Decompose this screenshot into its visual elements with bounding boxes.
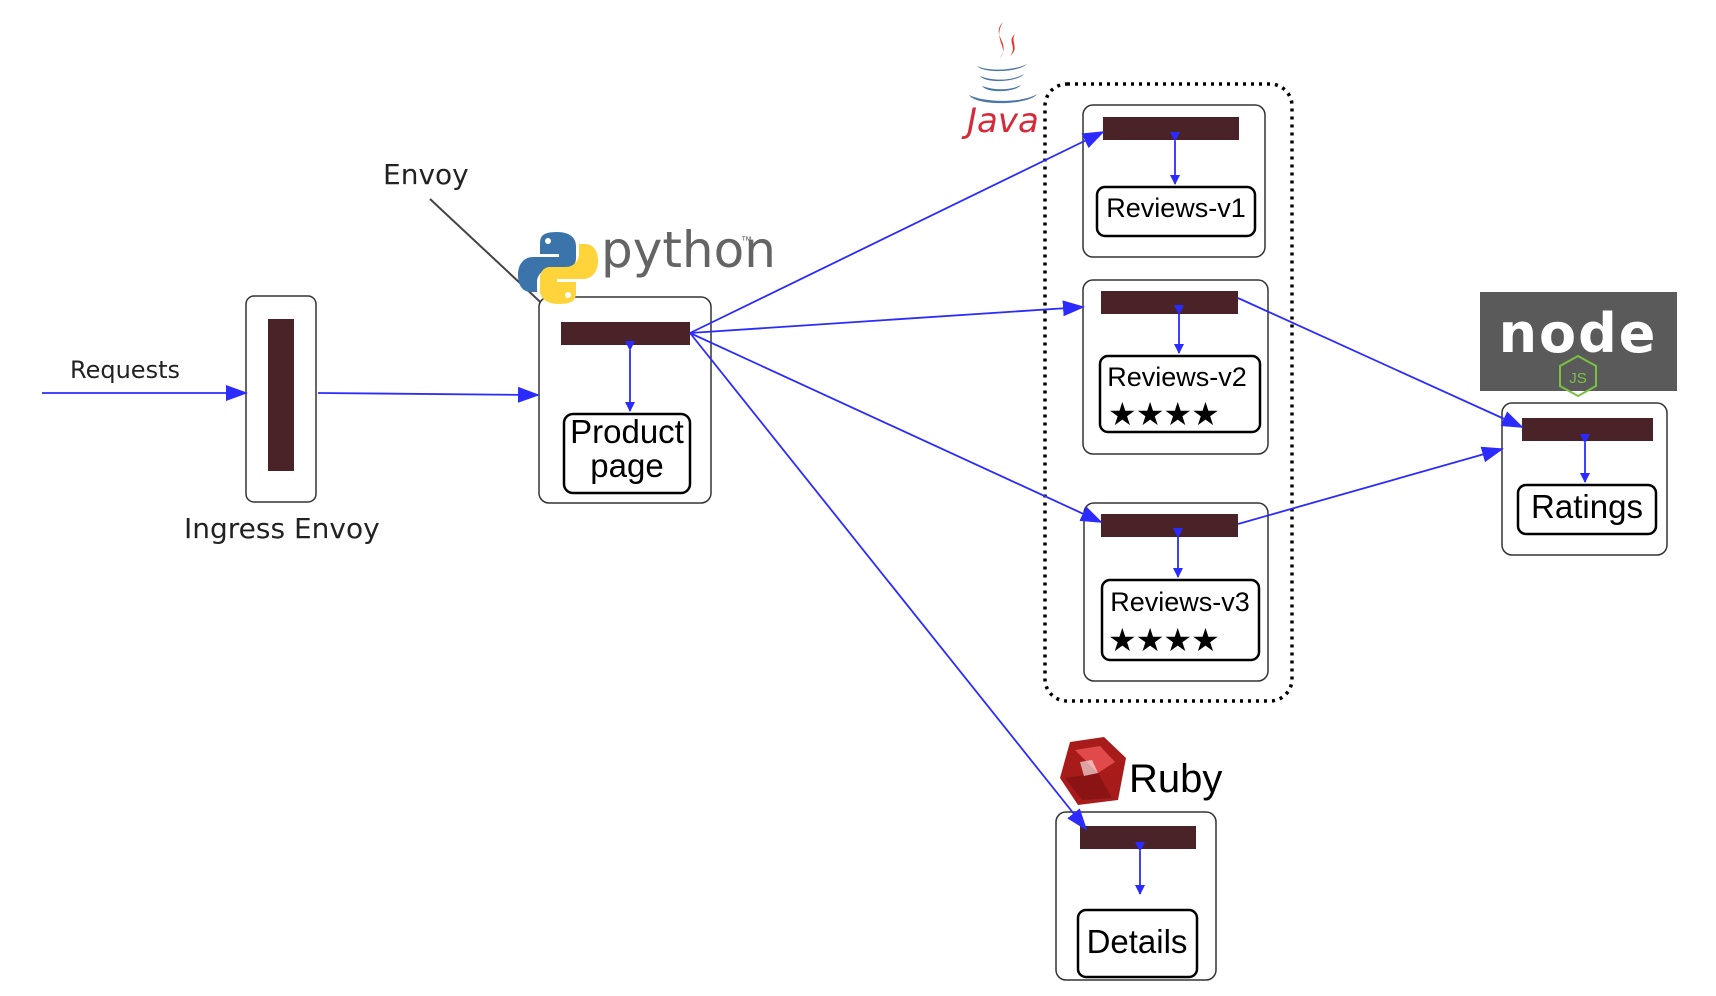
- reviews-v3-service: Reviews-v3 ★★★★: [1083, 502, 1269, 682]
- python-snake-icon: [518, 232, 598, 304]
- reviews-v1-label: Reviews-v1: [1106, 193, 1246, 223]
- productpage-app-box: [562, 412, 692, 495]
- ruby-logo: Ruby: [1060, 737, 1222, 805]
- arrow-productpage-to-reviews-v3: [689, 332, 1103, 523]
- details-app-box: [1076, 908, 1199, 979]
- nodejs-hexagon-icon: [1559, 354, 1597, 398]
- arrow-productpage-to-reviews-v1: [689, 131, 1105, 334]
- productpage-label-line2: page: [590, 447, 663, 484]
- ratings-label: Ratings: [1531, 488, 1643, 525]
- reviews-v2-sidecar: [1101, 291, 1238, 314]
- ingress-envoy: [245, 295, 317, 503]
- nodejs-js-text: JS: [1569, 370, 1587, 387]
- reviews-v1-service: Reviews-v1: [1082, 104, 1266, 258]
- arrow-ingress-to-productpage: [317, 386, 540, 403]
- ingress-envoy-label: Ingress Envoy: [184, 512, 380, 545]
- reviews-v1-app-box: [1095, 185, 1257, 238]
- productpage-sidecar: [561, 322, 690, 345]
- reviews-v3-label: Reviews-v3: [1110, 587, 1250, 617]
- reviews-v1-sidecar: [1103, 117, 1239, 140]
- ruby-logo-text: Ruby: [1129, 757, 1222, 801]
- arrow-reviews-v3-to-ratings: [1237, 446, 1504, 525]
- arrow-reviews-v2-to-ratings: [1237, 297, 1524, 428]
- nodejs-logo-text: node: [1499, 302, 1658, 365]
- details-sidecar: [1080, 826, 1196, 849]
- details-label: Details: [1087, 923, 1188, 960]
- reviews-v3-stars: ★★★★: [1108, 622, 1219, 658]
- reviews-group-boundary: [1043, 82, 1294, 703]
- productpage-label-line1: Product: [570, 413, 684, 450]
- java-cup-icon: [969, 22, 1037, 104]
- envoy-label: Envoy: [383, 158, 469, 191]
- reviews-v3-sidecar: [1101, 514, 1238, 537]
- java-logo-text: Java: [961, 101, 1039, 141]
- ingress-envoy-sidecar: [268, 319, 294, 471]
- python-logo: python ™: [518, 221, 776, 304]
- details-service: Details: [1055, 811, 1217, 981]
- ruby-gem-icon: [1060, 737, 1126, 805]
- traffic-arrows: [42, 131, 1524, 831]
- reviews-v2-service: Reviews-v2 ★★★★: [1082, 279, 1269, 455]
- reviews-v2-label: Reviews-v2: [1107, 362, 1247, 392]
- reviews-v2-stars: ★★★★: [1108, 396, 1219, 432]
- productpage-service: Product page: [538, 296, 712, 504]
- python-tm: ™: [741, 235, 752, 247]
- ratings-sidecar: [1522, 418, 1653, 441]
- arrow-productpage-to-reviews-v2: [689, 300, 1085, 334]
- nodejs-logo: node JS: [1480, 292, 1677, 398]
- sidecar-app-links: [625, 132, 1590, 895]
- reviews-v3-app-box: [1100, 578, 1261, 662]
- python-logo-text: python: [601, 221, 776, 279]
- reviews-v2-app-box: [1098, 354, 1262, 434]
- java-logo: Java: [961, 22, 1039, 141]
- arrow-productpage-to-details: [689, 332, 1088, 831]
- ratings-app-box: [1516, 483, 1658, 536]
- requests-label: Requests: [70, 356, 180, 384]
- nodejs-logo-background: [1480, 292, 1677, 391]
